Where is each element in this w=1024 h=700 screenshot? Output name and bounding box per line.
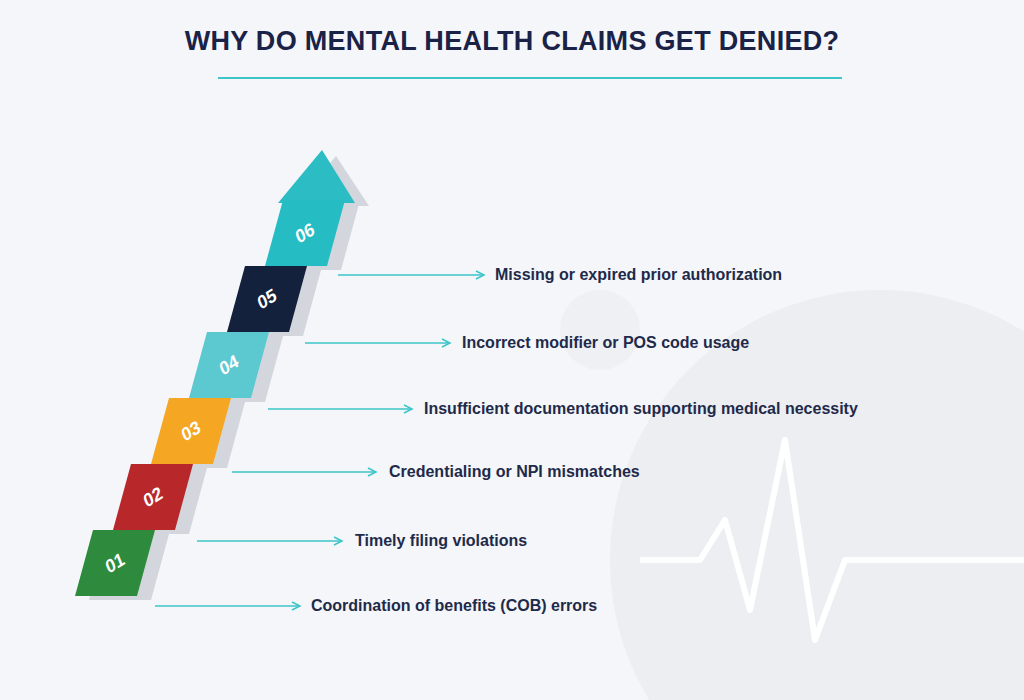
leader-line xyxy=(305,342,450,344)
diagram-title: WHY DO MENTAL HEALTH CLAIMS GET DENIED? xyxy=(0,26,1024,57)
reason-label: Credentialing or NPI mismatches xyxy=(389,463,640,481)
leader-arrowhead xyxy=(368,468,376,476)
stair-step: 06 xyxy=(265,200,345,266)
leader-line xyxy=(155,605,300,607)
arrow-head xyxy=(278,150,355,203)
leader-line xyxy=(232,471,376,473)
reason-label: Incorrect modifier or POS code usage xyxy=(462,334,749,352)
stair-step: 04 xyxy=(189,332,269,398)
stair-step: 02 xyxy=(113,464,193,530)
background-circle xyxy=(610,290,1024,700)
stair-step: 01 xyxy=(75,530,155,596)
leader-arrowhead xyxy=(334,537,342,545)
stair-step: 05 xyxy=(227,266,307,332)
leader-arrowhead xyxy=(442,339,450,347)
heartbeat-line xyxy=(640,440,1024,640)
leader-arrowhead xyxy=(476,271,484,279)
leader-arrowhead xyxy=(404,405,412,413)
leader-line xyxy=(197,540,342,542)
background-dot xyxy=(560,290,640,370)
reason-label: Coordination of benefits (COB) errors xyxy=(311,597,597,615)
leader-arrowhead xyxy=(292,602,300,610)
reason-label: Insufficient documentation supporting me… xyxy=(424,400,858,418)
leader-line xyxy=(268,408,412,410)
stair-step: 03 xyxy=(151,398,231,464)
reason-label: Timely filing violations xyxy=(355,532,527,550)
leader-line xyxy=(338,274,484,276)
title-underline xyxy=(218,77,842,79)
reason-label: Missing or expired prior authorization xyxy=(495,266,782,284)
